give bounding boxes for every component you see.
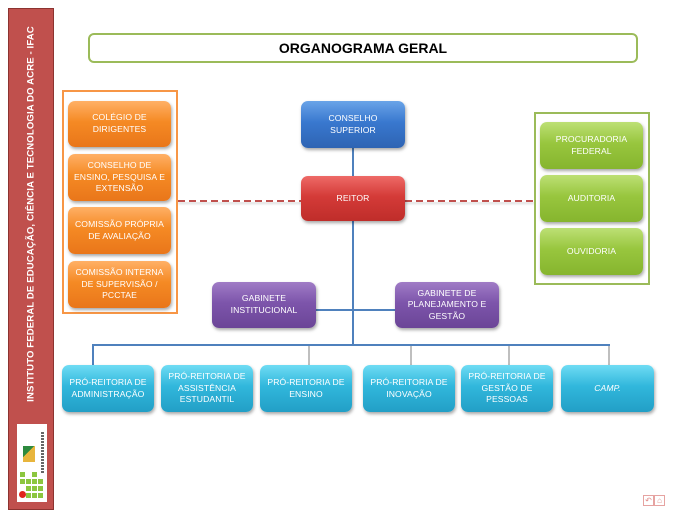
node-label: PROCURADORIA FEDERAL [555,133,628,156]
logo-text [41,432,44,474]
node-progep[interactable]: PRÓ-REITORIA DE GESTÃO DE PESSOAS [461,365,553,412]
dashed-connector-left [178,200,302,202]
connector-council-rector [352,148,354,176]
node-label: COMISSÃO PRÓPRIA DE AVALIAÇÃO [75,218,164,241]
node-label: GABINETE DE PLANEJAMENTO E GESTÃO [407,287,487,321]
node-label: OUVIDORIA [566,245,617,256]
connector-cabinets [316,309,396,311]
logo-red-dot [19,491,26,498]
ifac-logo [17,424,47,502]
node-label: CAMP. [594,382,621,393]
connector-drop-3 [308,346,310,366]
node-gabinete-institucional[interactable]: GABINETE INSTITUCIONAL [212,282,316,328]
node-reitor[interactable]: REITOR [301,176,405,221]
connector-pro-rectorates [92,344,610,346]
node-colegio-dirigentes[interactable]: COLÉGIO DE DIRIGENTES [68,101,171,147]
node-label: CONSELHO DE ENSINO, PESQUISA E EXTENSÃO [73,160,166,194]
node-conselho-superior[interactable]: CONSELHO SUPERIOR [301,101,405,148]
acre-map-icon [23,446,35,462]
home-glyph: ⌂ [657,496,662,505]
node-label: AUDITORIA [567,192,616,203]
connector-rector-trunk [352,220,354,345]
institution-name: INSTITUTO FEDERAL DE EDUCAÇÃO, CIÊNCIA E… [25,26,37,402]
node-conselho-ensino[interactable]: CONSELHO DE ENSINO, PESQUISA E EXTENSÃO [68,154,171,201]
node-gabinete-planejamento[interactable]: GABINETE DE PLANEJAMENTO E GESTÃO [395,282,499,328]
institution-sidebar: INSTITUTO FEDERAL DE EDUCAÇÃO, CIÊNCIA E… [8,8,54,510]
node-proae[interactable]: PRÓ-REITORIA DE ASSISTÊNCIA ESTUDANTIL [161,365,253,412]
node-label: PRÓ-REITORIA DE INOVAÇÃO [370,376,448,399]
node-proen[interactable]: PRÓ-REITORIA DE ENSINO [260,365,352,412]
dashed-connector-right [405,200,534,202]
connector-drop-4 [410,346,412,366]
connector-drop-5 [508,346,510,366]
node-auditoria[interactable]: AUDITORIA [540,175,643,222]
node-label: CONSELHO SUPERIOR [328,112,378,135]
page-title-box: ORGANOGRAMA GERAL [88,33,638,63]
return-glyph: ↶ [645,496,652,505]
node-ouvidoria[interactable]: OUVIDORIA [540,228,643,275]
advisory-bodies-group [62,90,178,314]
node-proad[interactable]: PRÓ-REITORIA DE ADMINISTRAÇÃO [62,365,154,412]
page-title: ORGANOGRAMA GERAL [278,40,448,56]
node-campi[interactable]: CAMP. [561,365,654,412]
node-label: GABINETE INSTITUCIONAL [230,293,298,315]
node-procuradoria[interactable]: PROCURADORIA FEDERAL [540,122,643,169]
home-icon[interactable]: ⌂ [654,495,665,506]
return-icon[interactable]: ↶ [643,495,654,506]
node-label: PRÓ-REITORIA DE ADMINISTRAÇÃO [69,376,147,399]
node-label: COMISSÃO INTERNA DE SUPERVISÃO / PCCTAE [75,267,164,301]
node-comissao-avaliacao[interactable]: COMISSÃO PRÓPRIA DE AVALIAÇÃO [68,207,171,254]
node-comissao-supervisao[interactable]: COMISSÃO INTERNA DE SUPERVISÃO / PCCTAE [68,261,171,308]
connector-drop-6 [608,346,610,366]
connector-drop-1 [92,344,94,366]
node-proinov[interactable]: PRÓ-REITORIA DE INOVAÇÃO [363,365,455,412]
node-label: PRÓ-REITORIA DE GESTÃO DE PESSOAS [468,371,546,405]
control-bodies-group [534,112,650,285]
node-label: PRÓ-REITORIA DE ASSISTÊNCIA ESTUDANTIL [168,371,246,405]
node-label: REITOR [336,192,370,203]
node-label: PRÓ-REITORIA DE ENSINO [267,376,345,399]
node-label: COLÉGIO DE DIRIGENTES [92,112,147,134]
